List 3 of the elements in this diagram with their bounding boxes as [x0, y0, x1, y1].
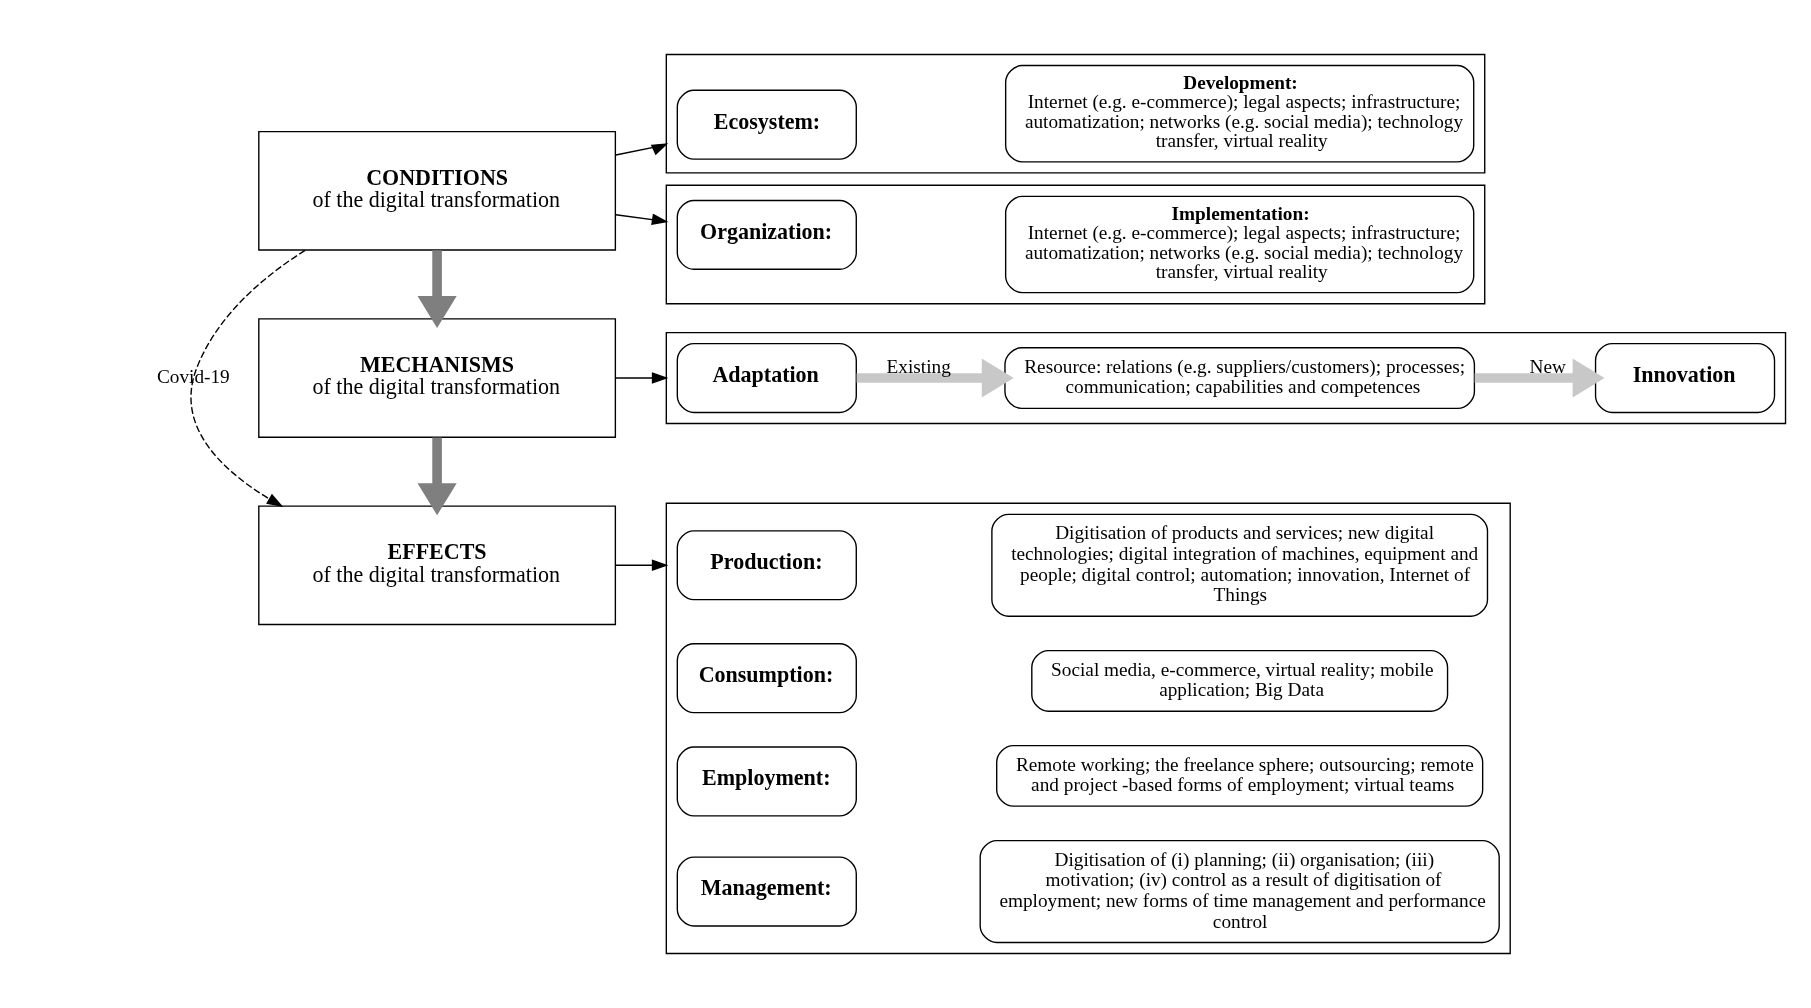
edge-label: Existing [886, 355, 951, 377]
edge-label: Covid-19 [156, 366, 230, 388]
edge-label: New [1529, 355, 1566, 377]
